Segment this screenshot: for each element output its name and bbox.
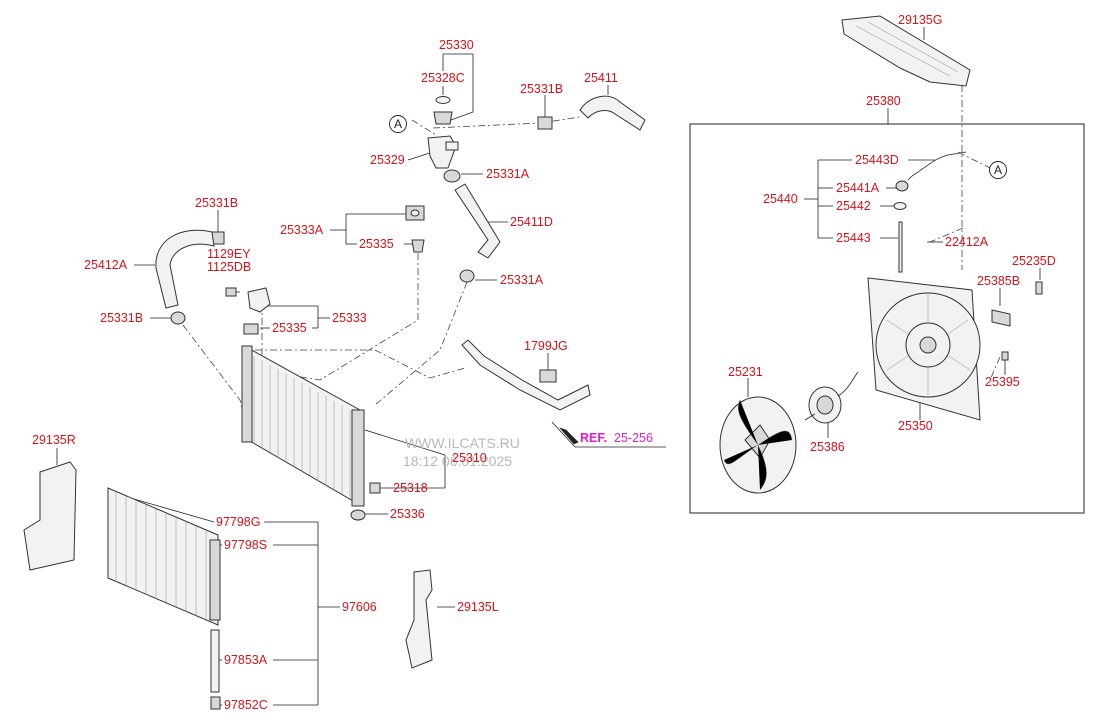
label-25331b-top[interactable]: 25331B [520,82,563,96]
upper-hose [579,95,646,131]
drier-plug [210,696,221,710]
label-25331a-upper[interactable]: 25331A [486,167,530,181]
overflow-hose [898,221,903,273]
insulator [243,323,259,335]
marker-a-right-label: A [994,163,1002,177]
label-29135g[interactable]: 29135G [898,13,942,27]
hose-clamp [459,269,475,283]
label-25231[interactable]: 25231 [728,365,763,379]
bolt [225,287,237,297]
condenser [107,487,219,626]
reference-number: 25-256 [614,431,653,445]
drier-tube [210,629,220,693]
radiator [247,347,361,506]
transmission-pipe [461,339,591,411]
label-25331b-left[interactable]: 25331B [195,196,238,210]
label-25386[interactable]: 25386 [810,440,845,454]
marker-a-left[interactable]: A [389,115,407,133]
label-1125db[interactable]: 1125DB [207,260,251,274]
label-1799jg[interactable]: 1799JG [524,339,568,353]
label-25442[interactable]: 25442 [836,199,871,213]
reference-arrow-icon [559,427,579,445]
reservoir-clip [895,180,909,192]
label-25335-lower[interactable]: 25335 [272,321,307,335]
reference-prefix: REF. [580,431,607,445]
watermark-site: WWW.ILCATS.RU [405,435,520,451]
label-25443[interactable]: 25443 [836,231,871,245]
hose-clamp [443,169,461,183]
label-25318[interactable]: 25318 [393,481,428,495]
label-22412a[interactable]: 22412A [945,235,989,249]
reference-link[interactable]: REF. 25-256 [551,421,653,448]
marker-a-right[interactable]: A [989,161,1007,179]
air-guard-right [23,461,77,571]
lower-hose [454,183,501,259]
label-97853a[interactable]: 97853A [224,653,268,667]
hose-clamp [537,116,553,130]
label-25411[interactable]: 25411 [584,71,618,85]
label-25443d[interactable]: 25443D [855,153,899,167]
label-25380[interactable]: 25380 [866,94,901,108]
receiver-drier [209,539,221,621]
fan-assembly-frame [689,123,1085,514]
label-25440[interactable]: 25440 [763,192,798,206]
part-labels: 25330 25328C 25331B 25411 25329 25331A 2… [32,13,1056,712]
watermark-timestamp: 18:12 06.01.2025 [403,453,512,469]
air-guard-left [405,569,433,669]
lower-bracket [247,287,271,313]
fan-resistor [991,309,1011,327]
label-97798g[interactable]: 97798G [216,515,260,529]
label-25328c[interactable]: 25328C [421,71,465,85]
air-guard-top [841,15,971,87]
label-25350[interactable]: 25350 [898,419,933,433]
label-25330[interactable]: 25330 [439,38,474,52]
radiator-cap [433,111,453,125]
hose-clamp [170,311,186,325]
label-25385b[interactable]: 25385B [977,274,1020,288]
drain-plug [369,482,381,494]
label-25333[interactable]: 25333 [332,311,367,325]
label-25395[interactable]: 25395 [985,375,1020,389]
shroud-clip [1001,351,1009,361]
label-97798s[interactable]: 97798S [224,538,267,552]
label-29135r[interactable]: 29135R [32,433,76,447]
screw [1035,281,1043,295]
filler-neck [427,135,457,169]
label-25331b-bottom[interactable]: 25331B [100,311,143,325]
marker-a-left-label: A [394,117,402,131]
label-25235d[interactable]: 25235D [1012,254,1056,268]
label-25412a[interactable]: 25412A [84,258,128,272]
label-25335-upper[interactable]: 25335 [359,237,394,251]
label-1129ey[interactable]: 1129EY [207,247,251,261]
label-25333a[interactable]: 25333A [280,223,324,237]
label-25441a[interactable]: 25441A [836,181,880,195]
label-25336[interactable]: 25336 [390,507,425,521]
label-97606[interactable]: 97606 [342,600,377,614]
label-29135l[interactable]: 29135L [457,600,499,614]
label-25329[interactable]: 25329 [370,153,405,167]
breather-hose [911,151,967,177]
label-25310[interactable]: 25310 [452,451,487,465]
pipe-clamp [539,369,557,383]
reservoir-seal [893,202,907,210]
insulator [411,239,425,253]
cap-seal [435,96,451,104]
parts [23,15,1043,710]
label-25331a-lower[interactable]: 25331A [500,273,544,287]
label-25411d[interactable]: 25411D [510,215,553,229]
insulator [350,509,366,521]
radiator-hose [155,229,215,309]
label-97852c[interactable]: 97852C [224,698,268,712]
